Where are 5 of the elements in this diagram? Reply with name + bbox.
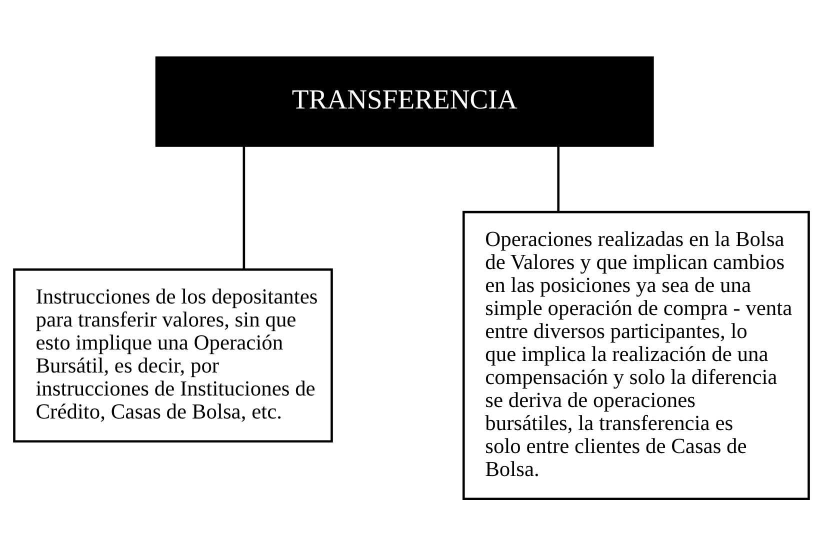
- node-box: Operaciones realizadas en la Bolsa de Valores y que implican cambios en las posiciones ya sea de una simple operación de compra - venta entre diversos participantes, lo que implica la realización de una compensación y solo la diferencia se deriva de operaciones bursátiles, la transferencia es solo entre clientes de Casas de Bolsa.: [462, 210, 810, 500]
- connector: [242, 146, 246, 270]
- connector: [557, 146, 560, 212]
- node-box: TRANSFERENCIA: [155, 56, 654, 147]
- node-box: Instrucciones de los depositantes para transferir valores, sin que esto implique una Operación Bursátil, es decir, por instrucciones de Instituciones de Crédito, Casas de Bolsa, etc.: [13, 268, 333, 442]
